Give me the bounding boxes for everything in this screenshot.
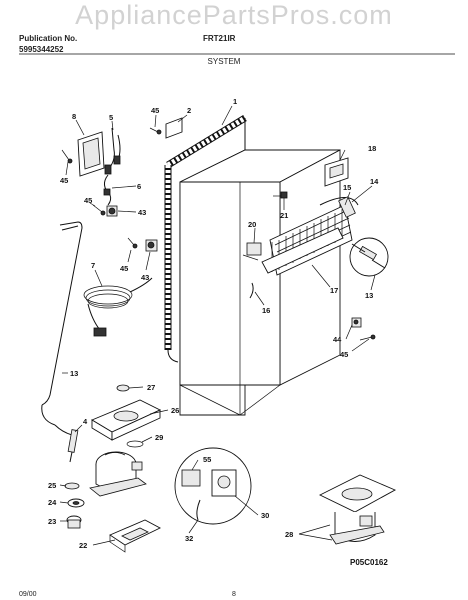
publication-number: 5995344252 [19,45,64,54]
drain-pan-part-26 [91,399,162,441]
callout-43-lower: 43 [141,273,149,282]
callout-16: 16 [262,306,270,315]
harness-part-5 [104,127,121,175]
footer-date: 09/00 [19,591,37,598]
callout-13-right: 13 [365,291,373,300]
model-number: FRT21IR [203,34,236,43]
relay-detail-group [174,447,252,525]
clip-part-29 [126,440,144,448]
callout-55: 55 [203,455,211,464]
power-cord-part-7 [83,277,153,337]
callout-30: 30 [261,511,269,520]
callout-17: 17 [330,286,338,295]
callout-27: 27 [147,383,155,392]
callout-45-left: 45 [60,176,68,185]
callout-7: 7 [91,261,95,270]
heater-part-16 [249,282,254,299]
callout-6: 6 [137,182,141,191]
harness-part-6 [103,174,112,206]
footer-page-number: 8 [232,591,236,598]
tube-part-13-left [41,221,83,426]
grommet-part-24 [67,498,85,508]
callout-28: 28 [285,530,293,539]
callout-25: 25 [48,481,56,490]
drain-pan-assembly-part-28 [318,474,397,545]
callout-8: 8 [72,112,76,121]
condenser-tube-part [164,115,247,363]
callout-15: 15 [343,183,351,192]
callout-45-mid: 45 [84,196,92,205]
callout-1: 1 [233,97,237,106]
overload-part-43-b [145,239,158,252]
cabinet-part [179,149,341,416]
mount-part-23 [66,515,82,529]
compressor-part [89,451,147,497]
screw-part-45-c [149,127,162,135]
callout-13-left: 13 [70,369,78,378]
callout-24: 24 [48,498,57,507]
bracket-part-22 [109,519,161,553]
callout-2: 2 [187,106,191,115]
relay-part-43-a [106,205,118,217]
screw-part-44 [351,317,362,328]
evaporator-part [261,196,359,276]
screw-part-45-right [359,334,376,341]
callout-14: 14 [370,177,379,186]
leader-lines [59,105,376,546]
shield-part-18 [324,157,349,187]
drier-part-4 [54,424,79,463]
callout-45-lower: 45 [120,264,128,273]
callout-43-upper: 43 [138,208,146,217]
grommet-part-25 [64,482,80,490]
grommet-part-27 [116,384,130,392]
callout-21: 21 [280,211,288,220]
callout-18: 18 [368,144,376,153]
callout-22: 22 [79,541,87,550]
callout-labels: 1 2 45 8 5 45 6 45 43 7 45 43 18 14 15 2… [48,97,379,550]
callout-20: 20 [248,220,256,229]
bracket-part-8 [77,131,105,177]
screw-part-45-d [127,237,138,249]
bracket-part-2 [165,117,183,139]
diagram-code: P05C0162 [350,558,388,567]
callout-5: 5 [109,113,113,122]
callout-44: 44 [333,335,342,344]
callout-32: 32 [185,534,193,543]
callout-26: 26 [171,406,179,415]
filter-drier-part-13 [349,237,389,277]
watermark-text: AppliancePartsPros.com [75,0,393,30]
callout-45-top: 45 [151,106,159,115]
publication-label: Publication No. [19,34,77,43]
screw-part-45-b [92,204,106,216]
screw-part-45-a [61,149,73,164]
section-title: SYSTEM [208,57,241,66]
callout-23: 23 [48,517,56,526]
callout-45-right: 45 [340,350,348,359]
callout-29: 29 [155,433,163,442]
bracket-part-20 [242,242,262,261]
callout-4: 4 [83,417,88,426]
